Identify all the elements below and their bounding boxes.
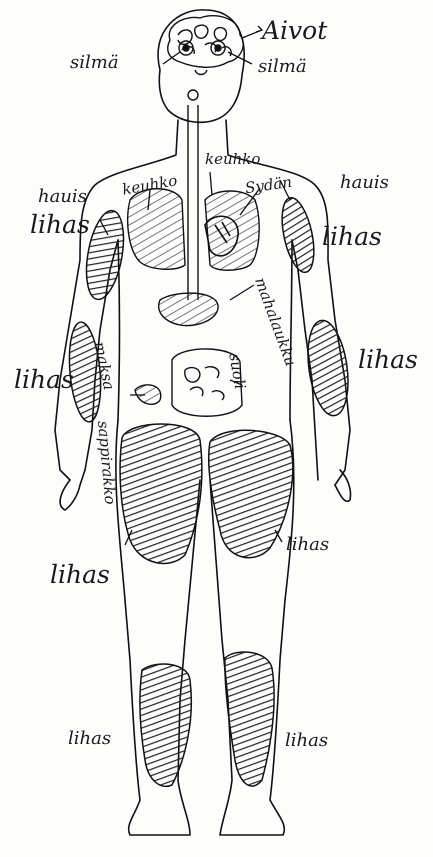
label-lihas-forearm-left: lihas — [14, 365, 74, 394]
label-lihas-thigh-left: lihas — [50, 560, 110, 589]
label-keuhko-top: keuhko — [205, 150, 260, 168]
label-hauis-right: hauis — [340, 172, 389, 193]
label-aivot: Aivot — [262, 16, 327, 45]
calf-muscles — [140, 652, 274, 786]
label-lihas-upper-left: lihas — [30, 210, 90, 239]
label-lihas-calf-left: lihas — [68, 728, 111, 749]
label-hauis-left: hauis — [38, 186, 87, 207]
stomach — [159, 293, 218, 326]
label-lihas-calf-right: lihas — [285, 730, 328, 751]
trachea — [188, 105, 198, 300]
label-silma-left: silmä — [70, 52, 119, 73]
label-lihas-forearm-right: lihas — [358, 345, 418, 374]
label-lihas-upper-right: lihas — [322, 222, 382, 251]
label-lihas-thigh-right: lihas — [286, 534, 329, 555]
brain-scribble — [168, 16, 244, 100]
lungs — [128, 189, 259, 271]
label-silma-right: silmä — [258, 56, 307, 77]
thigh-muscles — [120, 424, 293, 563]
